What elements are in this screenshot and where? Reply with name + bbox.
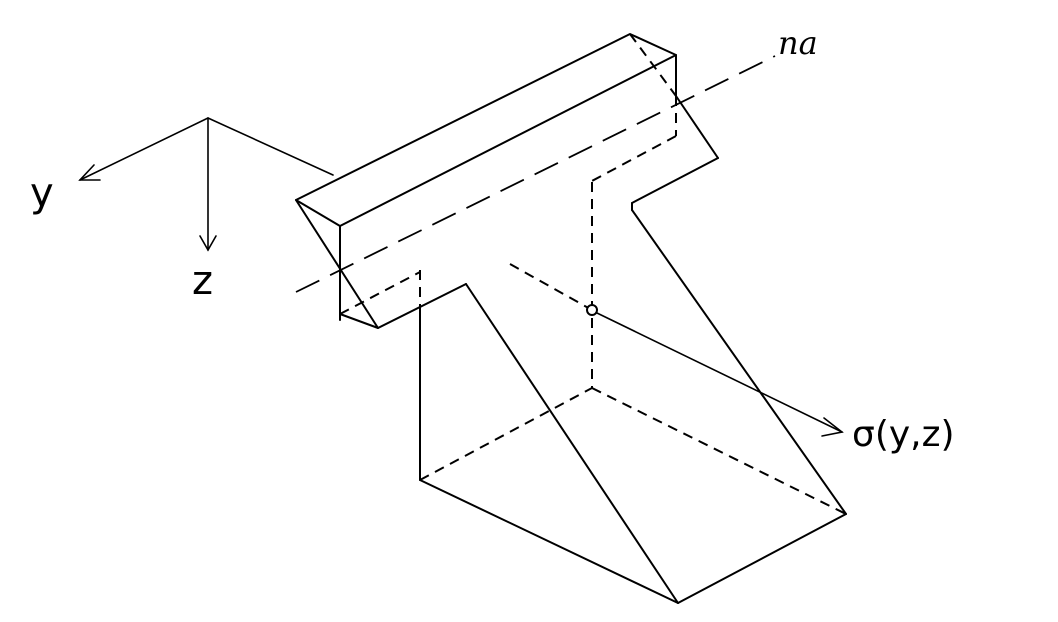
prism-left-slant — [465, 283, 679, 604]
stress-label: σ(y,z) — [852, 414, 955, 455]
neutral-axis — [295, 55, 776, 293]
z-axis-arrowhead — [199, 235, 217, 252]
y-axis-line — [79, 117, 209, 181]
centroid-point — [586, 304, 598, 316]
neutral-axis-label: na — [778, 24, 818, 62]
prism-right-slant — [631, 209, 847, 515]
y-axis-arrowhead — [78, 164, 101, 181]
flange-right-hidden-diag — [589, 135, 677, 183]
prism-base-back — [591, 387, 847, 515]
flange-hidden-left — [339, 271, 421, 315]
flange-end-left — [295, 199, 379, 329]
flange-underside-right — [631, 157, 719, 204]
web-base-front — [419, 387, 593, 481]
flange-top-face — [295, 33, 677, 227]
flange — [295, 33, 719, 329]
coordinate-axes — [78, 117, 334, 252]
flange-end-right — [675, 54, 719, 159]
z-axis-label: z — [192, 258, 213, 304]
axis-connector-line — [207, 117, 334, 176]
stress-arrowhead — [821, 417, 844, 437]
stress-prism — [419, 209, 847, 604]
stress-arrow — [586, 304, 844, 437]
prism-bottom-front — [419, 479, 679, 604]
stress-arrow-line — [596, 312, 843, 433]
flange-underside-left — [377, 283, 467, 329]
flange-end-right-hidden — [629, 33, 677, 97]
labels: y z na σ(y,z) — [30, 24, 955, 455]
y-axis-label: y — [30, 170, 54, 216]
neutral-axis-line — [295, 55, 776, 293]
web — [419, 182, 633, 481]
prism-bottom-back — [677, 513, 847, 604]
prism-centroid-line — [509, 263, 593, 311]
